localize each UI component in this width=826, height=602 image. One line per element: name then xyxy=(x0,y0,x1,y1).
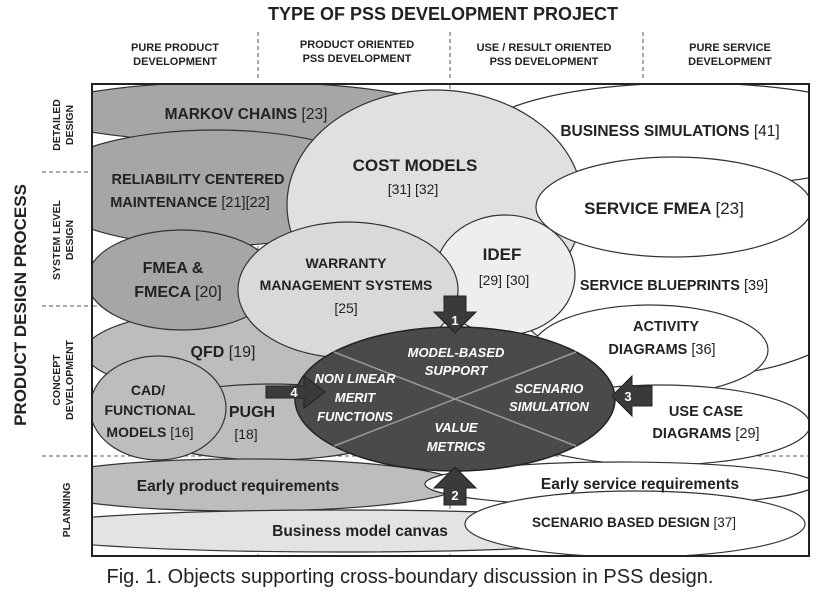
cost-models-label: COST MODELS xyxy=(353,156,478,175)
arrow-1-number: 1 xyxy=(451,313,458,328)
early-service-label: Early service requirements xyxy=(541,476,739,493)
cad-label-line3: MODELS [16] xyxy=(106,424,193,440)
row-3-label-line1: CONCEPT xyxy=(51,354,63,406)
service-blueprints-label: SERVICE BLUEPRINTS [39] xyxy=(580,278,768,294)
column-3-header-line2: PSS DEVELOPMENT xyxy=(490,56,599,68)
column-1-header-line2: DEVELOPMENT xyxy=(133,56,217,68)
wheel-bottom-line1: VALUE xyxy=(434,420,477,435)
wheel-right-line1: SCENARIO xyxy=(515,381,584,396)
column-2-header-line1: PRODUCT ORIENTED xyxy=(300,39,414,51)
row-3-label-line2: DEVELOPMENT xyxy=(64,339,76,420)
warranty-label-line2: MANAGEMENT SYSTEMS xyxy=(260,277,433,293)
column-4-header-line2: DEVELOPMENT xyxy=(688,56,772,68)
arrow-1 xyxy=(432,295,478,334)
idef-ref: [29] [30] xyxy=(479,272,530,288)
business-simulations-label: BUSINESS SIMULATIONS [41] xyxy=(560,123,779,140)
ellipse-service-fmea xyxy=(535,156,808,258)
use-case-label-line1: USE CASE xyxy=(669,404,743,420)
side-title: PRODUCT DESIGN PROCESS xyxy=(11,184,30,426)
pugh-label: PUGH xyxy=(229,404,275,421)
rcm-label-line2: MAINTENANCE [21][22] xyxy=(110,195,270,211)
wheel-top-line1: MODEL-BASED xyxy=(408,345,505,360)
activity-label-line2: DIAGRAMS [36] xyxy=(608,342,715,358)
top-title: TYPE OF PSS DEVELOPMENT PROJECT xyxy=(268,4,618,24)
use-case-label-line2: DIAGRAMS [29] xyxy=(652,426,759,442)
arrow-3 xyxy=(611,374,653,418)
wheel-divider xyxy=(333,351,577,447)
column-4-header-line1: PURE SERVICE xyxy=(689,42,771,54)
warranty-label-line1: WARRANTY xyxy=(306,255,388,271)
arrow-2 xyxy=(432,466,478,506)
wheel-bottom-line2: METRICS xyxy=(427,439,486,454)
markov-chains-label: MARKOV CHAINS [23] xyxy=(165,106,328,123)
rcm-label-line1: RELIABILITY CENTERED xyxy=(112,172,285,188)
early-product-label: Early product requirements xyxy=(137,478,339,495)
row-1-label-line1: DETAILED xyxy=(51,99,63,151)
row-1-label-line2: DESIGN xyxy=(64,105,76,145)
pss-diagram: TYPE OF PSS DEVELOPMENT PROJECT PURE PRO… xyxy=(11,4,810,557)
column-3-header-line1: USE / RESULT ORIENTED xyxy=(477,42,612,54)
activity-label-line1: ACTIVITY xyxy=(633,319,699,335)
wheel-right-line2: SIMULATION xyxy=(509,399,590,414)
arrow-3-number: 3 xyxy=(624,389,631,404)
service-fmea-label: SERVICE FMEA [23] xyxy=(584,199,744,218)
cad-label-line1: CAD/ xyxy=(131,382,165,398)
cad-label-line2: FUNCTIONAL xyxy=(105,402,196,418)
wheel-left-line2: MERIT xyxy=(335,390,377,405)
arrow-4-number: 4 xyxy=(290,385,298,400)
pugh-ref: [18] xyxy=(234,426,257,442)
ellipse-cad xyxy=(93,355,227,461)
column-2-header-line2: PSS DEVELOPMENT xyxy=(303,53,412,65)
ellipse-scenario-based-design xyxy=(464,490,806,555)
wheel-left-line1: NON LINEAR xyxy=(315,371,397,386)
business-model-canvas-label: Business model canvas xyxy=(272,523,448,540)
cost-models-ref: [31] [32] xyxy=(388,181,439,197)
arrow-2-number: 2 xyxy=(451,488,458,503)
idef-label: IDEF xyxy=(483,245,522,264)
row-2-label-line1: SYSTEM LEVEL xyxy=(51,199,63,280)
qfd-label: QFD [19] xyxy=(191,344,256,361)
wheel-left-line3: FUNCTIONS xyxy=(317,409,393,424)
warranty-ref: [25] xyxy=(334,300,357,316)
row-2-label-line2: DESIGN xyxy=(64,220,76,260)
arrow-4 xyxy=(265,374,326,410)
row-4-label: PLANNING xyxy=(61,483,73,538)
wheel-top-line2: SUPPORT xyxy=(425,363,489,378)
column-1-header-line1: PURE PRODUCT xyxy=(131,42,219,54)
scenario-based-design-label: SCENARIO BASED DESIGN [37] xyxy=(532,515,736,530)
fmea-label-line2: FMECA [20] xyxy=(134,284,221,301)
fmea-label-line1: FMEA & xyxy=(143,260,204,277)
figure-caption: Fig. 1. Objects supporting cross-boundar… xyxy=(106,566,714,588)
